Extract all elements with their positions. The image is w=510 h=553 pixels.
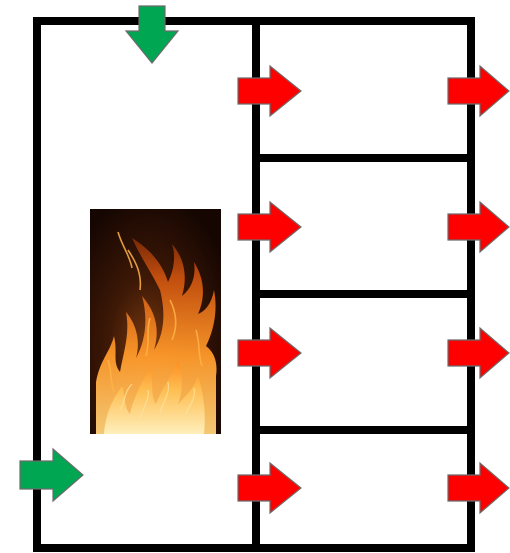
fire-icon <box>90 209 221 434</box>
inner-outflow-arrow-2 <box>237 200 302 254</box>
outflow-arrows <box>237 64 510 515</box>
outer-outflow-arrow-2 <box>447 200 510 254</box>
outer-outflow-arrow-4 <box>447 461 510 515</box>
outer-outflow-arrow-1 <box>447 64 510 118</box>
inner-outflow-arrow-3 <box>237 326 302 380</box>
inner-outflow-arrow-1 <box>237 64 302 118</box>
right-stack-wall <box>252 17 475 552</box>
outer-outflow-arrow-3 <box>447 326 510 380</box>
left-inflow-arrow <box>19 447 84 503</box>
inner-outflow-arrow-4 <box>237 461 302 515</box>
top-inflow-arrow <box>124 5 180 64</box>
